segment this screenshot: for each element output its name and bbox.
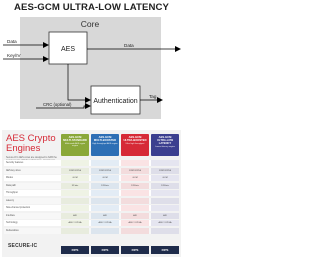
table-cell: ASIC / FPGA xyxy=(121,220,149,226)
row-label: Deliverables xyxy=(6,229,19,232)
table-cell: 128/192/256 xyxy=(151,167,179,174)
row-label: Modes xyxy=(6,177,13,179)
table-cell xyxy=(151,227,179,234)
table-row xyxy=(4,182,179,189)
tag-label: Tag xyxy=(149,94,157,99)
table-cell: ASIC / FPGA xyxy=(91,220,119,226)
page-title: AES-GCM ULTRA-LOW LATENCY xyxy=(13,2,170,13)
row-label: Interface xyxy=(6,214,15,217)
table-cell: 128/192/256 xyxy=(121,167,149,174)
product-name: AES-GCM xyxy=(98,136,112,139)
table-row xyxy=(4,160,179,166)
certification-badge: FIPS xyxy=(91,246,119,254)
core-label: Core xyxy=(81,19,100,29)
table-cell xyxy=(121,190,149,196)
table-cell: 128/192/256 xyxy=(61,167,89,174)
spec-title-line2: Engines xyxy=(6,142,41,154)
table-cell xyxy=(151,190,179,196)
table-cell xyxy=(91,205,119,211)
logo-text: SECURE-IC xyxy=(8,243,38,249)
table-cell: 128/192/256 xyxy=(91,167,119,174)
product-subtitle: ULTRA-LOW LATENCY xyxy=(156,139,174,145)
certification-badge: FIPS xyxy=(121,246,149,254)
table-cell: ASIC / FPGA xyxy=(151,220,179,226)
table-cell: 128 bits xyxy=(151,182,179,189)
product-description: Ultra high throughput xyxy=(125,143,145,145)
product-subtitle: MULTI-STANDARD xyxy=(63,139,87,142)
table-row xyxy=(4,220,179,226)
certification-badge: FIPS xyxy=(61,246,89,254)
table-row xyxy=(4,175,179,181)
spec-table-title: AES Crypto Engines xyxy=(6,134,56,153)
table-cell: AXI xyxy=(121,212,149,219)
authentication-block-label: Authentication xyxy=(93,98,137,105)
table-cell xyxy=(151,160,179,166)
product-name: AES-GCM xyxy=(128,136,142,139)
table-cell xyxy=(121,197,149,204)
table-cell: AXI xyxy=(91,212,119,219)
table-cell: GCM xyxy=(91,175,119,181)
aes-to-auth-arrow xyxy=(67,64,91,103)
table-row xyxy=(4,227,179,234)
table-cell xyxy=(121,205,149,211)
row-label: Side-channel protection xyxy=(6,207,31,209)
certification-badge: FIPS xyxy=(151,246,179,254)
row-label: Security features xyxy=(6,162,24,164)
table-row xyxy=(4,197,179,204)
product-subtitle: MULTI-BOOSTED xyxy=(93,139,117,142)
architecture-diagram: Core AES Authentication Data Key/IV Data… xyxy=(3,17,181,119)
table-cell xyxy=(61,227,89,234)
row-label: Latency xyxy=(6,199,15,202)
table-cell: GCM xyxy=(151,175,179,181)
table-cell: AXI xyxy=(61,212,89,219)
table-row xyxy=(4,190,179,196)
table-cell: 128 bits xyxy=(121,182,149,189)
table-cell xyxy=(91,160,119,166)
table-cell xyxy=(91,227,119,234)
aes-block-label: AES xyxy=(61,46,75,53)
row-label: Data path xyxy=(6,184,16,187)
table-cell xyxy=(151,197,179,204)
spec-title-line1: AES Crypto xyxy=(6,133,56,144)
data-in-label: Data xyxy=(7,39,17,44)
product-subtitle: ULTRA-BOOSTED xyxy=(123,139,147,142)
data-out-label: Data xyxy=(124,43,134,48)
table-cell xyxy=(61,197,89,204)
row-label: Technology xyxy=(6,222,18,224)
product-description: Multi-mode AES crypto engine xyxy=(64,143,86,148)
product-description: Lowest latency engine xyxy=(155,146,175,148)
crc-arrow xyxy=(36,103,91,109)
table-cell xyxy=(61,160,89,166)
table-cell: ASIC / FPGA xyxy=(61,220,89,226)
aes-block xyxy=(48,31,88,65)
table-cell: 128 bits xyxy=(91,182,119,189)
product-description: High throughput AES engine xyxy=(92,143,118,145)
row-label: AES key sizes xyxy=(6,169,21,172)
table-cell xyxy=(61,190,89,196)
table-cell: 32 bits xyxy=(61,182,89,189)
table-row xyxy=(4,212,179,219)
table-cell xyxy=(121,227,149,234)
table-cell: GCM xyxy=(61,175,89,181)
spec-table: AES Crypto Engines Secure-IC's AES cores… xyxy=(2,130,181,257)
product-name: AES-GCM xyxy=(68,136,82,139)
key-iv-label: Key/IV xyxy=(7,53,21,58)
table-cell xyxy=(91,197,119,204)
product-name: AES-GCM xyxy=(158,136,172,139)
table-cell: GCM xyxy=(121,175,149,181)
table-cell xyxy=(151,205,179,211)
secure-ic-logo: SECURE-IC xyxy=(8,243,37,249)
table-row xyxy=(4,205,179,211)
crc-label: CRC (optional) xyxy=(43,102,72,107)
table-cell xyxy=(91,190,119,196)
table-cell xyxy=(121,160,149,166)
table-cell: AXI xyxy=(151,212,179,219)
table-cell xyxy=(61,205,89,211)
table-row xyxy=(4,167,179,174)
row-label: Throughput xyxy=(6,192,18,194)
